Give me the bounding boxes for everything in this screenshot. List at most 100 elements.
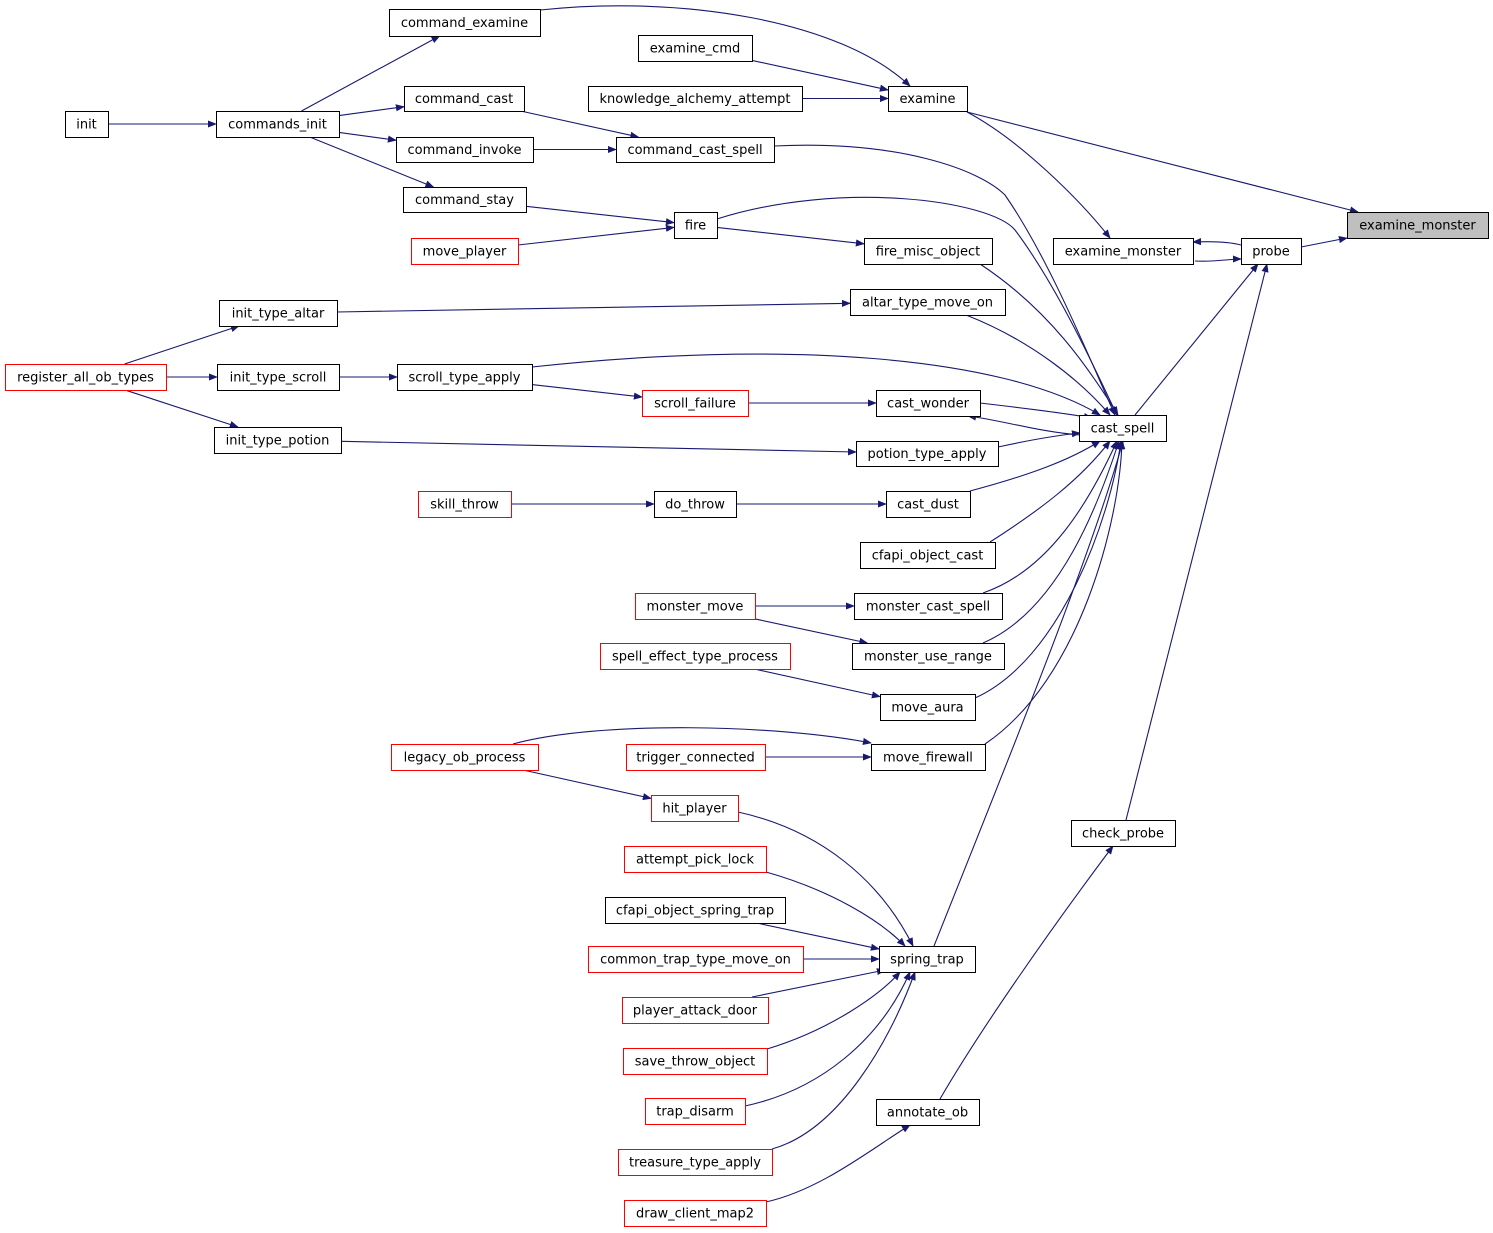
node-box	[1347, 212, 1489, 239]
edge-command_cast-to-command_cast_spell	[520, 110, 640, 139]
node-scroll-type-apply[interactable]: scroll_type_apply	[397, 364, 533, 391]
node-potion-type-apply[interactable]: potion_type_apply	[856, 441, 999, 467]
node-label: init_type_altar	[232, 307, 325, 322]
node-monster-cast-spell[interactable]: monster_cast_spell	[854, 593, 1003, 620]
node-examine-monster[interactable]: examine_monster	[1347, 212, 1489, 239]
node-command-cast-spell[interactable]: command_cast_spell	[616, 137, 775, 163]
edge-commands_init-to-command_invoke	[338, 131, 397, 143]
node-move-player[interactable]: move_player	[411, 238, 519, 265]
node-box	[651, 795, 739, 822]
node-init-type-scroll[interactable]: init_type_scroll	[217, 364, 340, 391]
node-spell-effect-type-process[interactable]: spell_effect_type_process	[600, 643, 791, 670]
node-knowledge-alchemy-attempt[interactable]: knowledge_alchemy_attempt	[588, 86, 803, 112]
node-cfapi-object-cast[interactable]: cfapi_object_cast	[860, 542, 996, 569]
edge-init_type_potion-to-potion_type_apply	[340, 440, 857, 456]
node-annotate-ob[interactable]: annotate_ob	[876, 1099, 980, 1126]
node-box	[396, 137, 534, 163]
node-label: legacy_ob_process	[404, 751, 526, 766]
node-box	[403, 187, 527, 213]
node-cast-wonder[interactable]: cast_wonder	[876, 390, 981, 417]
node-label: init_type_potion	[226, 434, 330, 449]
node-label: attempt_pick_lock	[636, 853, 754, 868]
node-cfapi-object-spring-trap[interactable]: cfapi_object_spring_trap	[605, 897, 786, 924]
node-examine-cmd[interactable]: examine_cmd	[638, 35, 753, 62]
node-box	[5, 364, 167, 391]
edge-monster_use_range-to-cast_spell	[982, 440, 1120, 644]
node-label: monster_cast_spell	[866, 600, 990, 615]
edge-move_firewall-to-cast_spell	[984, 440, 1126, 745]
node-move-aura[interactable]: move_aura	[880, 694, 976, 721]
node-move-firewall[interactable]: move_firewall	[871, 744, 986, 771]
edge-probe-to-examine_monster	[1300, 236, 1348, 248]
node-label: trigger_connected	[636, 751, 754, 766]
node-monster-use-range[interactable]: monster_use_range	[852, 643, 1005, 670]
node-commands-init[interactable]: commands_init	[216, 111, 340, 138]
node-label: move_aura	[891, 701, 963, 716]
node-label: scroll_type_apply	[409, 371, 521, 386]
node-label: examine_monster	[1359, 219, 1476, 234]
node-spring-trap[interactable]: spring_trap	[879, 946, 976, 973]
node-trigger-connected[interactable]: trigger_connected	[626, 744, 766, 771]
node-attempt-pick-lock[interactable]: attempt_pick_lock	[624, 846, 767, 873]
node-do-throw[interactable]: do_throw	[654, 491, 737, 518]
node-probe[interactable]: probe	[1241, 238, 1302, 265]
node-player-attack-door[interactable]: player_attack_door	[622, 997, 769, 1024]
edge-player_attack_door-to-spring_trap	[751, 968, 886, 998]
node-init-type-potion[interactable]: init_type_potion	[214, 427, 342, 454]
node-init-type-altar[interactable]: init_type_altar	[219, 300, 338, 327]
edge-check_probe-to-probe	[1125, 263, 1269, 821]
node-trap-disarm[interactable]: trap_disarm	[645, 1098, 746, 1125]
node-box	[635, 593, 756, 620]
node-cast-dust[interactable]: cast_dust	[886, 491, 971, 518]
node-box	[645, 1098, 746, 1125]
node-draw-client-map2[interactable]: draw_client_map2	[624, 1200, 767, 1227]
node-label: monster_move	[647, 600, 744, 615]
node-box	[624, 1200, 767, 1227]
node-label: treasure_type_apply	[629, 1156, 761, 1171]
edge-altar_type_move_on-to-cast_spell	[965, 314, 1111, 416]
node-label: move_firewall	[883, 751, 973, 766]
node-common-trap-type-move-on[interactable]: common_trap_type_move_on	[588, 946, 804, 973]
edge-treasure_type_apply-to-spring_trap	[771, 971, 916, 1150]
node-label: cast_dust	[897, 498, 959, 513]
node-skill-throw[interactable]: skill_throw	[418, 491, 512, 518]
node-monster-move[interactable]: monster_move	[635, 593, 756, 620]
node-label: command_examine	[401, 16, 528, 31]
node-scroll-failure[interactable]: scroll_failure	[642, 390, 749, 417]
node-command-cast[interactable]: command_cast	[404, 86, 525, 112]
node-fire[interactable]: fire	[674, 212, 718, 239]
node-label: command_stay	[415, 193, 514, 208]
node-examine[interactable]: examine	[888, 86, 968, 112]
edge-command_stay-to-fire	[525, 205, 675, 226]
node-label: move_player	[423, 245, 507, 260]
node-command-stay[interactable]: command_stay	[403, 187, 527, 213]
node-label: cast_wonder	[887, 397, 970, 412]
node-box	[880, 694, 976, 721]
node-box	[856, 441, 999, 467]
node-command-invoke[interactable]: command_invoke	[396, 137, 534, 163]
node-label: register_all_ob_types	[17, 371, 154, 386]
edge-scroll_type_apply-to-scroll_failure	[531, 384, 643, 400]
node-legacy-ob-process[interactable]: legacy_ob_process	[391, 744, 539, 771]
node-altar-type-move-on[interactable]: altar_type_move_on	[850, 289, 1006, 316]
edge-move_aura-to-cast_spell	[974, 440, 1124, 699]
node-label: cfapi_object_spring_trap	[616, 904, 774, 919]
edge-cast_dust-to-cast_spell	[969, 440, 1101, 492]
node-check-probe[interactable]: check_probe	[1071, 820, 1176, 847]
node-init[interactable]: init	[65, 111, 109, 138]
node-label: command_invoke	[408, 143, 522, 158]
node-examine-monster-2[interactable]: examine_monster	[1053, 238, 1194, 265]
node-fire-misc-object[interactable]: fire_misc_object	[864, 238, 993, 265]
node-register-all-ob-types[interactable]: register_all_ob_types	[5, 364, 167, 391]
node-hit-player[interactable]: hit_player	[651, 795, 739, 822]
node-treasure-type-apply[interactable]: treasure_type_apply	[618, 1149, 773, 1176]
node-command-examine[interactable]: command_examine	[389, 9, 541, 37]
edge-probe-to-examine_monster_2	[1194, 255, 1242, 263]
node-cast-spell[interactable]: cast_spell	[1079, 415, 1167, 442]
node-save-throw-object[interactable]: save_throw_object	[623, 1048, 768, 1075]
node-box	[588, 86, 803, 112]
edge-legacy_ob_process-to-hit_player	[522, 769, 652, 801]
node-box	[638, 35, 753, 62]
node-label: monster_use_range	[864, 650, 992, 665]
node-label: command_cast_spell	[627, 143, 762, 158]
